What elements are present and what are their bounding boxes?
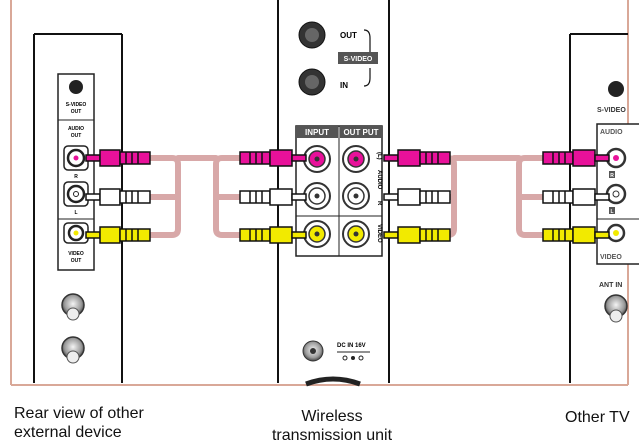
caption-left-line1: Rear view of other [14,405,144,422]
caption-other-tv: Other TV [565,409,630,426]
caption-center-line1: Wireless [301,408,363,425]
plug-tv-white [542,188,610,206]
center-output-label: OUT PUT [343,128,378,137]
tv-audio-label: AUDIO [600,129,623,136]
center-input-label: INPUT [305,128,329,137]
plug-center-in-red [239,149,307,167]
wireless-unit: OUT IN S-VIDEO INPUT OUT PUT [277,0,390,387]
tv-ant-in-label: ANT IN [599,282,622,289]
plug-center-in-yellow [239,226,307,244]
left-audio-out-label: AUDIO [68,126,84,132]
left-device: S-VIDEO OUT AUDIO OUT R L VIDEO OUT [33,33,123,383]
plug-center-out-red [383,149,451,167]
plug-center-out-white [383,188,451,206]
plugs-center-input [239,149,307,244]
center-side-audio: AUDIO [376,170,382,190]
caption-wireless-unit: Wireless transmission unit [262,407,402,445]
plugs-tv [542,149,610,244]
left-audio-out-label-2: OUT [71,133,82,139]
plugs-center-output [383,149,451,244]
caption-left-line2: external device [14,424,122,441]
left-svideo-out-label: S-VIDEO [66,102,87,108]
center-side-l: (L) [376,152,382,160]
center-svideo-badge-text: S-VIDEO [344,56,373,63]
left-svideo-out-jack[interactable] [69,80,83,94]
plugs-left-device [85,149,151,244]
plug-left-yellow [85,226,151,244]
center-svideo-in-label: IN [340,81,348,90]
center-svideo-out-label: OUT [340,31,357,40]
left-video-out-label-2: OUT [71,258,82,264]
center-svideo-badge [338,52,378,64]
cables [147,155,546,238]
plug-center-in-white [239,188,307,206]
tv-svideo-jack[interactable] [608,81,624,97]
tv-channel-r: R [610,173,614,179]
plug-center-out-yellow [383,226,451,244]
tv-channel-l: L [610,209,613,215]
plug-left-red [85,149,151,167]
left-channel-r: R [74,174,78,180]
left-svideo-out-label-2: OUT [71,109,82,115]
center-dc-in-label: DC IN 16V [337,343,366,349]
tv-svideo-label: S-VIDEO [597,107,626,114]
tv-video-label: VIDEO [600,254,622,261]
center-side-video: VIDEO [376,224,382,243]
caption-left-device: Rear view of other external device [14,404,144,442]
center-side-r: R [376,201,382,206]
plug-tv-yellow [542,226,610,244]
left-video-out-label: VIDEO [68,251,84,257]
caption-center-line2: transmission unit [271,427,393,444]
left-channel-l: L [74,210,77,216]
plug-tv-red [542,149,610,167]
plug-left-white [85,188,151,206]
